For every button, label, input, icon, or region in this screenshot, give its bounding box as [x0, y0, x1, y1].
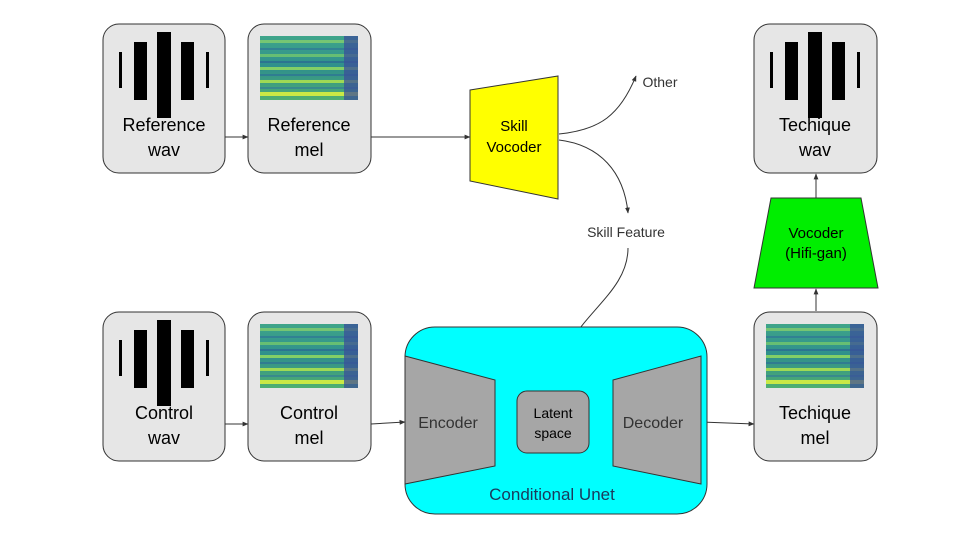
- latent-space-node: [516, 390, 590, 454]
- control-wav-label-2: wav: [147, 428, 180, 448]
- reference-wav-node: Reference wav: [102, 23, 226, 174]
- conditional-unet-node: Encoder Latent space Decoder Conditional…: [404, 326, 708, 515]
- encoder-label: Encoder: [418, 415, 478, 432]
- technique-mel-label-1: Techique: [779, 403, 851, 423]
- technique-mel-label-2: mel: [800, 428, 829, 448]
- arrow-ctrlmel-to-encoder: [370, 419, 406, 425]
- spectrogram-icon: [260, 324, 358, 388]
- reference-mel-label-1: Reference: [267, 115, 350, 135]
- latent-space-label-1: Latent: [534, 405, 573, 421]
- vocoder-label-1: Vocoder: [788, 225, 843, 242]
- technique-wav-label-2: wav: [798, 140, 831, 160]
- arrow-decoder-to-techmel: [700, 421, 755, 427]
- control-wav-node: Control wav: [102, 311, 226, 462]
- conditional-unet-label: Conditional Unet: [489, 485, 615, 504]
- decoder-node: [612, 355, 702, 485]
- latent-space-label-2: space: [534, 425, 572, 441]
- arrow-skillvocoder-to-skillfeature: [558, 139, 630, 214]
- control-mel-label-2: mel: [294, 428, 323, 448]
- skill-feature-label: Skill Feature: [587, 224, 665, 240]
- reference-mel-node: Reference mel: [247, 23, 372, 174]
- encoder-node: [404, 355, 496, 485]
- reference-wav-label-2: wav: [147, 140, 180, 160]
- technique-wav-label-1: Techique: [779, 115, 851, 135]
- control-mel-label-1: Control: [280, 403, 338, 423]
- technique-mel-node: Techique mel: [753, 311, 878, 462]
- vocoder-label-2: (Hifi-gan): [785, 245, 847, 262]
- decoder-label: Decoder: [623, 415, 684, 432]
- other-label: Other: [642, 74, 677, 90]
- reference-mel-label-2: mel: [294, 140, 323, 160]
- reference-wav-label-1: Reference: [122, 115, 205, 135]
- control-wav-label-1: Control: [135, 403, 193, 423]
- skill-vocoder-label-2: Vocoder: [486, 139, 541, 156]
- vocoder-node: Vocoder (Hifi-gan): [753, 197, 879, 289]
- skill-vocoder-label-1: Skill: [500, 118, 528, 135]
- arrow-skillvocoder-to-other: [558, 75, 637, 135]
- spectrogram-icon: [766, 324, 864, 388]
- control-mel-node: Control mel: [247, 311, 372, 462]
- skill-vocoder-node: Skill Vocoder: [469, 75, 559, 200]
- technique-wav-node: Techique wav: [753, 23, 878, 174]
- spectrogram-icon: [260, 36, 358, 100]
